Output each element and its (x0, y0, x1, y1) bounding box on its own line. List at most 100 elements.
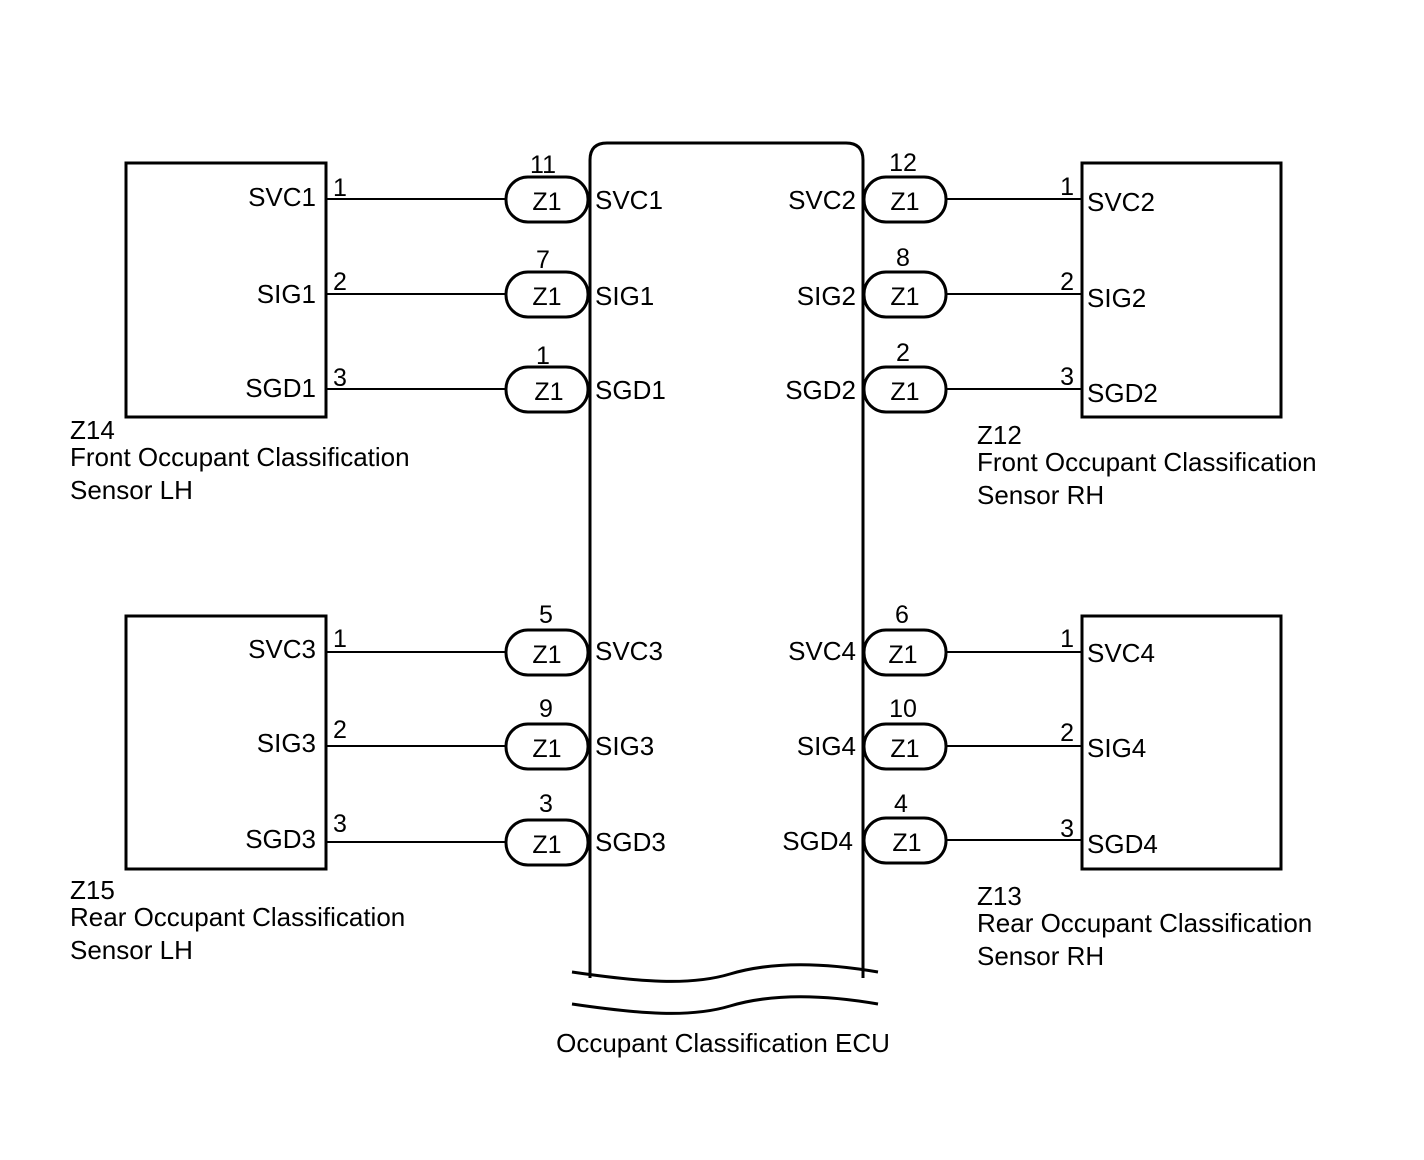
sensor-name: Rear Occupant Classification (977, 908, 1312, 938)
ecu-pin-number: 12 (889, 149, 917, 177)
connector-code: Z1 (890, 735, 919, 763)
sensor-signal-label: SVC3 (248, 634, 316, 664)
ecu-signal-label: SIG2 (797, 281, 856, 311)
sensor-signal-label: SGD3 (245, 824, 316, 854)
connector-pill (862, 175, 948, 224)
connector-pill (504, 270, 590, 319)
sensor-pin-number: 1 (1060, 625, 1074, 653)
ecu-outline (588, 141, 865, 978)
connector-code: Z1 (532, 641, 561, 669)
ecu-signal-label: SIG4 (797, 731, 856, 761)
ecu-break-line-upper (571, 963, 879, 983)
connector-pill (504, 365, 590, 414)
sensor-pin-number: 2 (1060, 719, 1074, 747)
ecu-pin-number: 4 (894, 790, 908, 818)
ecu-pin-number: 5 (539, 601, 553, 629)
ecu-signal-label: SVC4 (788, 636, 856, 666)
connector-pill (862, 365, 948, 414)
ecu-signal-label: SGD1 (595, 375, 666, 405)
ecu-pin-number: 1 (536, 342, 550, 370)
sensor-pin-number: 1 (1060, 173, 1074, 201)
ecu-signal-label: SVC2 (788, 185, 856, 215)
ecu-signal-label: SIG1 (595, 281, 654, 311)
sensor-box (124, 614, 328, 871)
ecu-signal-label: SVC3 (595, 636, 663, 666)
ecu-pin-number: 8 (896, 244, 910, 272)
connector-code: Z1 (890, 283, 919, 311)
connector-pill (862, 722, 948, 771)
sensor-pin-number: 1 (333, 625, 347, 653)
connector-pill (504, 818, 590, 867)
sensor-rear-lh: SVC3 SIG3 SGD3 1 2 3 Z15 Rear Occupant C… (70, 614, 405, 965)
connector-pill (862, 628, 948, 677)
ecu-pin-number: 7 (536, 246, 550, 274)
sensor-name: Sensor LH (70, 475, 193, 505)
sensor-box (1080, 161, 1283, 419)
sensor-name: Sensor LH (70, 935, 193, 965)
sensor-pin-number: 3 (333, 810, 347, 838)
sensor-rear-rh: SVC4 SIG4 SGD4 1 2 3 Z13 Rear Occupant C… (977, 614, 1312, 971)
ecu-label: Occupant Classification ECU (556, 1028, 890, 1058)
connector-code: Z1 (532, 831, 561, 859)
sensor-front-rh: SVC2 SIG2 SGD2 1 2 3 Z12 Front Occupant … (977, 161, 1317, 510)
sensor-name: Sensor RH (977, 480, 1104, 510)
ecu-signal-label: SGD4 (782, 826, 853, 856)
ecu-break-line-lower (571, 995, 879, 1015)
connector-code: Z1 (532, 283, 561, 311)
ecu-pin-number: 10 (889, 695, 917, 723)
sensor-signal-label: SIG3 (257, 728, 316, 758)
sensor-signal-label: SIG1 (257, 279, 316, 309)
sensor-name: Front Occupant Classification (70, 442, 410, 472)
ecu-left-connectors: Z1 11 SVC1 Z1 7 SIG1 Z1 1 SGD1 Z1 5 SVC3… (504, 151, 666, 867)
sensor-box (124, 161, 328, 419)
sensor-name: Rear Occupant Classification (70, 902, 405, 932)
connector-pill (504, 175, 590, 224)
connector-code: Z1 (892, 829, 921, 857)
sensor-pin-number: 1 (333, 174, 347, 202)
connector-pill (862, 816, 948, 865)
sensor-code: Z12 (977, 420, 1022, 450)
ecu-signal-label: SVC1 (595, 185, 663, 215)
ecu-right-connectors: Z1 12 SVC2 Z1 8 SIG2 Z1 2 SGD2 Z1 6 SVC4… (782, 149, 948, 865)
sensor-signal-label: SGD2 (1087, 378, 1158, 408)
ecu-signal-label: SGD2 (785, 375, 856, 405)
ecu-pin-number: 2 (896, 339, 910, 367)
sensor-signal-label: SVC2 (1087, 187, 1155, 217)
sensor-pin-number: 2 (333, 716, 347, 744)
sensor-pin-number: 3 (1060, 363, 1074, 391)
connector-code: Z1 (888, 641, 917, 669)
sensor-pin-number: 2 (1060, 268, 1074, 296)
sensor-signal-label: SVC4 (1087, 638, 1155, 668)
ecu-pin-number: 3 (539, 790, 553, 818)
connector-code: Z1 (534, 378, 563, 406)
connector-pill (862, 270, 948, 319)
connector-pill (504, 722, 590, 771)
sensor-signal-label: SVC1 (248, 182, 316, 212)
connector-code: Z1 (890, 378, 919, 406)
sensor-box (1080, 614, 1283, 871)
sensor-code: Z14 (70, 415, 115, 445)
sensor-pin-number: 2 (333, 268, 347, 296)
sensor-signal-label: SGD4 (1087, 829, 1158, 859)
sensor-name: Sensor RH (977, 941, 1104, 971)
ecu-signal-label: SGD3 (595, 827, 666, 857)
connector-code: Z1 (890, 188, 919, 216)
sensor-code: Z15 (70, 875, 115, 905)
sensor-signal-label: SIG4 (1087, 733, 1146, 763)
connector-pill (504, 628, 590, 677)
wires (326, 198, 1082, 843)
sensor-signal-label: SGD1 (245, 373, 316, 403)
sensor-pin-number: 3 (1060, 815, 1074, 843)
ecu-body (571, 141, 879, 1015)
sensor-pin-number: 3 (333, 364, 347, 392)
connector-code: Z1 (532, 188, 561, 216)
sensor-code: Z13 (977, 881, 1022, 911)
connector-code: Z1 (532, 735, 561, 763)
ecu-pin-number: 11 (530, 151, 556, 179)
ecu-signal-label: SIG3 (595, 731, 654, 761)
ecu-pin-number: 9 (539, 695, 553, 723)
sensor-signal-label: SIG2 (1087, 283, 1146, 313)
sensor-name: Front Occupant Classification (977, 447, 1317, 477)
ecu-pin-number: 6 (895, 601, 909, 629)
